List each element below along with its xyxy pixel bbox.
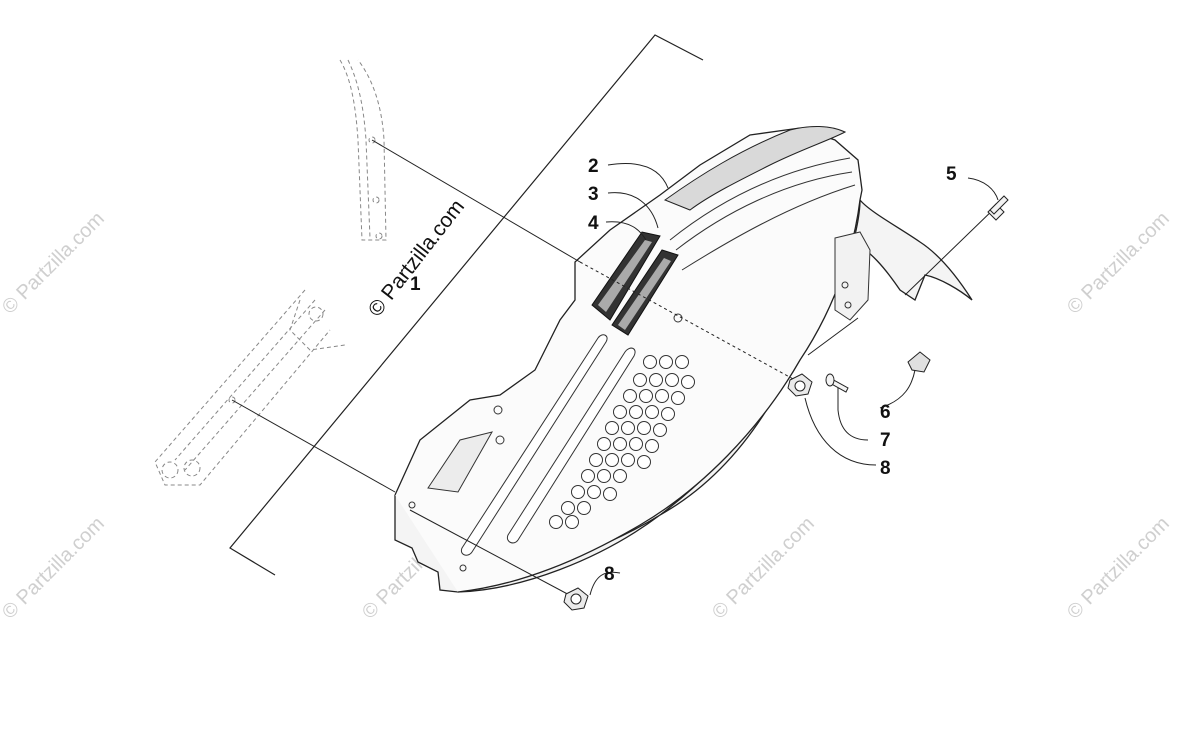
perforation-hole	[561, 501, 575, 515]
perforation-hole	[577, 501, 591, 515]
clip-item-6	[907, 351, 931, 373]
perforation-hole	[581, 469, 595, 483]
perforation-hole	[621, 421, 635, 435]
assembly-bracket	[229, 34, 704, 576]
callout-7: 7	[880, 430, 891, 451]
perforation-hole	[613, 405, 627, 419]
perforation-hole	[645, 405, 659, 419]
watermark-tile: © Partzilla.com	[1063, 513, 1174, 624]
alignment-lines	[231, 139, 796, 599]
perforation-hole	[637, 455, 651, 469]
phantom-frame-upper	[339, 59, 387, 241]
perforation-hole	[665, 373, 679, 387]
perforation-hole	[653, 423, 667, 437]
perforation-hole	[671, 391, 685, 405]
perforation-hole	[623, 389, 637, 403]
phantom-frame-lower	[154, 289, 346, 486]
callout-8-upper: 8	[880, 458, 891, 479]
callout-4: 4	[588, 213, 599, 234]
perforation-hole	[645, 439, 659, 453]
bolt-item-8-lower	[563, 587, 589, 611]
callout-3: 3	[588, 184, 599, 205]
callout-labels: 1 2 3 4 5 6 7 8 8	[410, 156, 957, 585]
perforation-hole	[681, 375, 695, 389]
perforation-hole	[571, 485, 585, 499]
perforation-hole	[613, 437, 627, 451]
perforation-hole	[643, 355, 657, 369]
watermark-tile: © Partzilla.com	[0, 513, 109, 624]
perforation-hole	[605, 421, 619, 435]
perforation-hole	[637, 421, 651, 435]
callout-6: 6	[880, 402, 891, 423]
perforation-hole	[675, 355, 689, 369]
decal-item-4	[591, 231, 661, 321]
main-watermark: © Partzilla.com	[364, 195, 469, 321]
perforation-hole	[629, 437, 643, 451]
callout-2: 2	[588, 156, 599, 177]
watermark-tile: © Partzilla.com	[708, 513, 819, 624]
leader-lines	[589, 163, 999, 596]
perforation-hole	[629, 405, 643, 419]
decal-item-3	[611, 249, 679, 336]
perforation-hole	[649, 373, 663, 387]
perforation-hole	[661, 407, 675, 421]
perforation-hole	[605, 453, 619, 467]
rivet-item-7	[825, 373, 849, 393]
perforation-hole	[655, 389, 669, 403]
perforation-hole	[639, 389, 653, 403]
perforation-hole	[597, 469, 611, 483]
perforation-hole	[597, 437, 611, 451]
screw-item-5	[987, 195, 1009, 221]
perforation-hole	[603, 487, 617, 501]
fender-perforations	[549, 355, 695, 529]
watermark-tile: © Partzilla.com	[1063, 208, 1174, 319]
perforation-hole	[565, 515, 579, 529]
perforation-hole	[587, 485, 601, 499]
perforation-hole	[549, 515, 563, 529]
perforation-hole	[621, 453, 635, 467]
perforation-hole	[659, 355, 673, 369]
callout-5: 5	[946, 164, 957, 185]
perforation-hole	[613, 469, 627, 483]
fender-body	[394, 126, 973, 593]
bolt-item-8-upper	[787, 373, 813, 397]
callout-8-lower: 8	[604, 564, 615, 585]
perforation-hole	[633, 373, 647, 387]
watermark-tile: © Partzilla.com	[0, 208, 109, 319]
perforation-hole	[589, 453, 603, 467]
callout-1: 1	[410, 274, 421, 295]
